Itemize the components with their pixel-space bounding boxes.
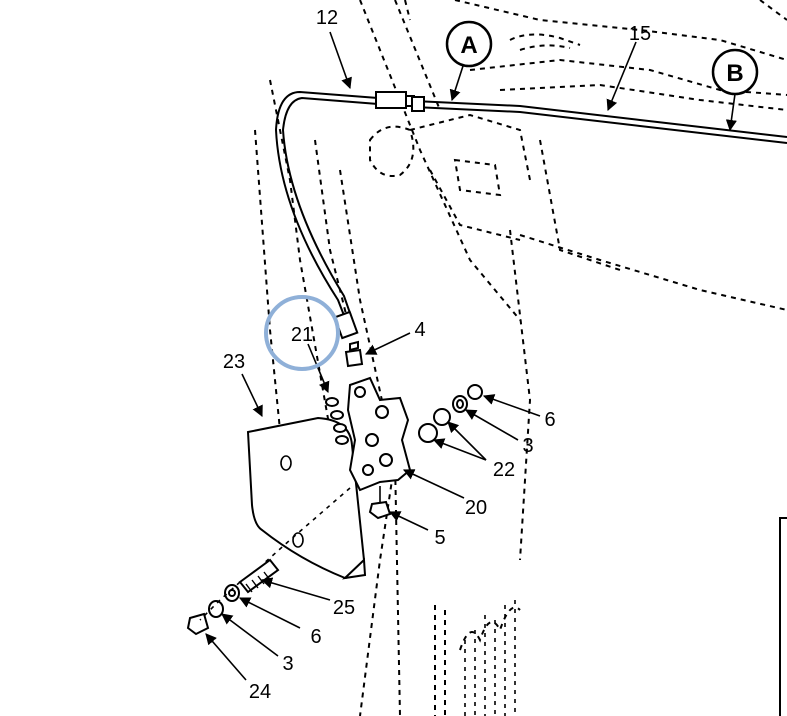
- callout-21: 21: [291, 324, 313, 346]
- callout-15: 15: [629, 23, 651, 45]
- tube-15: [411, 96, 787, 144]
- fittings-21: [325, 397, 349, 445]
- view-marker-a-label: A: [460, 32, 477, 59]
- view-marker-a: A: [445, 20, 493, 102]
- fittings-6-3-24-left: [186, 584, 240, 636]
- plate-23: [246, 416, 367, 580]
- highlight-circle-21: [264, 295, 340, 371]
- fitting-4: [344, 340, 364, 368]
- callout-3-right: 3: [522, 435, 533, 457]
- assembly-line: [199, 581, 241, 621]
- hose-12: [274, 90, 415, 340]
- view-marker-b-label: B: [726, 60, 743, 87]
- callout-3-left: 3: [282, 653, 293, 675]
- view-marker-b: B: [711, 48, 759, 132]
- callout-6-right: 6: [544, 409, 555, 431]
- valve-block-20: [346, 376, 412, 492]
- fittings-22-3-6-right: [418, 384, 483, 443]
- callout-23: 23: [223, 351, 245, 373]
- callout-24: 24: [249, 681, 271, 703]
- callout-12: 12: [316, 7, 338, 29]
- callout-6-left: 6: [310, 626, 321, 648]
- machine-outline-dashed: [254, 0, 787, 716]
- drawing-frame: [779, 517, 787, 716]
- stud-25: [238, 558, 280, 594]
- callout-20: 20: [465, 497, 487, 519]
- callout-25: 25: [333, 597, 355, 619]
- leader-lines: [205, 31, 637, 681]
- nut-5: [368, 486, 392, 520]
- callout-22: 22: [493, 459, 515, 481]
- callout-5: 5: [434, 527, 445, 549]
- callout-4: 4: [414, 319, 425, 341]
